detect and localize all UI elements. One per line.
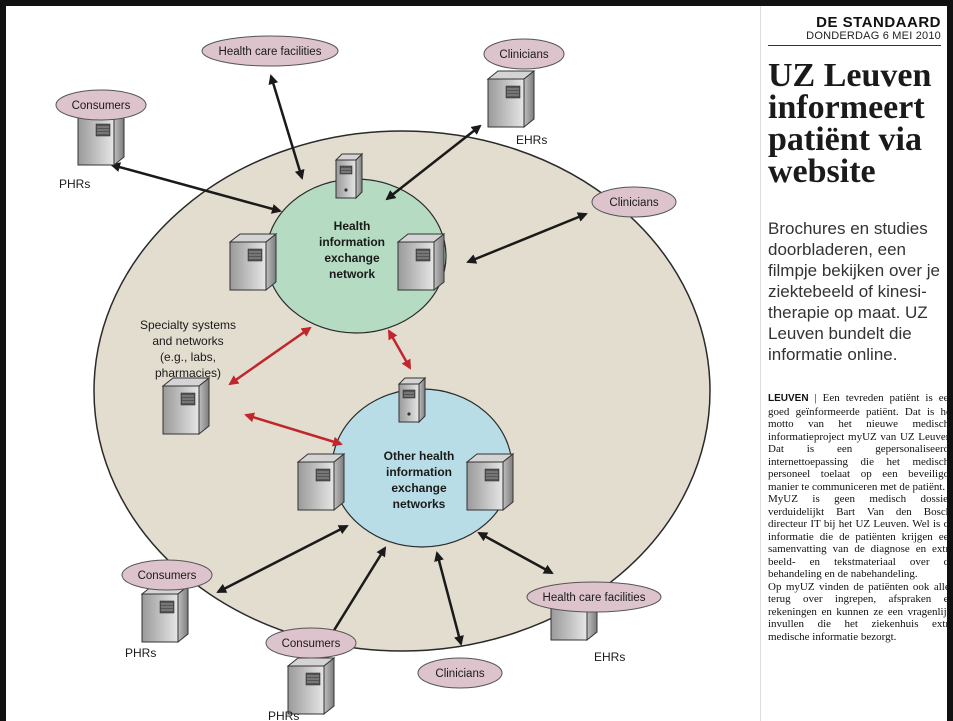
label-ehrs-bottom: EHRs — [594, 650, 625, 664]
label-line: networks — [393, 497, 446, 511]
arrow-hcf-bottom — [477, 531, 554, 575]
node-clinicians-right — [591, 186, 677, 218]
label-ehrs-top: EHRs — [516, 133, 547, 147]
article-paragraph-text: Een tevreden patiënt is een goed geïnfor… — [768, 392, 953, 493]
server-icon — [141, 585, 189, 643]
newspaper-date: DONDERDAG 6 MEI 2010 — [806, 30, 941, 42]
arrow-hcf-top — [268, 74, 305, 180]
left-border — [0, 0, 6, 721]
top-border — [0, 0, 953, 6]
right-border — [947, 0, 953, 721]
label-specialty-systems: Specialty systems and networks (e.g., la… — [140, 318, 236, 380]
server-icon — [297, 453, 345, 511]
label-phrs-top: PHRs — [59, 177, 90, 191]
label-clinicians-top: Clinicians — [499, 49, 548, 61]
arrow-specialty-other — [244, 412, 343, 447]
node-consumers-top — [55, 89, 147, 121]
label-line: information — [319, 235, 385, 249]
label-consumers-top: Consumers — [72, 100, 131, 112]
node-clinicians-top — [483, 38, 565, 70]
node-consumers-mid — [121, 559, 213, 591]
article-paragraph: Op myUZ vinden de patiënten ook alles te… — [768, 580, 953, 643]
arrow-clinicians-bottom — [434, 551, 464, 646]
health-information-exchange-diagram: Health care facilities Clinicians Consum… — [55, 35, 711, 721]
label-consumers-mid: Consumers — [138, 570, 197, 582]
node-health-care-facilities-top — [201, 35, 339, 67]
label-hie-network: Health information exchange network — [319, 219, 385, 281]
label-line: information — [386, 465, 452, 479]
arrow-clinicians-right — [466, 212, 588, 264]
label-health-care-facilities-top: Health care facilities — [219, 46, 322, 58]
label-health-care-facilities-bottom: Health care facilities — [543, 592, 646, 604]
label-line: exchange — [324, 251, 380, 265]
server-icon — [397, 233, 445, 291]
label-line: exchange — [391, 481, 447, 495]
article-headline: UZ Leuven informeert patiënt via website — [768, 57, 932, 190]
article-kicker: LEUVEN — [768, 393, 809, 404]
arrow-specialty-hie — [228, 326, 312, 386]
arrow-consumers-mid — [216, 524, 349, 594]
arrow-clinicians-top — [385, 124, 482, 201]
red-arrows — [228, 326, 412, 447]
arrow-hie-other — [387, 329, 412, 370]
node-consumers-bottom — [265, 627, 357, 659]
label-phrs-bottom: PHRs — [268, 709, 299, 721]
label-clinicians-bottom: Clinicians — [435, 668, 484, 680]
label-other-hie-networks: Other health information exchange networ… — [384, 449, 455, 511]
label-line: Specialty systems — [140, 318, 236, 332]
server-icon — [487, 70, 535, 128]
server-icon — [287, 657, 335, 715]
arrow-consumers-bottom — [326, 546, 387, 642]
label-line: Other health — [384, 449, 455, 463]
label-line: Health — [334, 219, 371, 233]
label-line: and networks — [152, 334, 223, 348]
arrow-consumers-top — [110, 162, 282, 214]
newspaper-name: DE STANDAARD — [816, 14, 941, 31]
label-consumers-bottom: Consumers — [282, 638, 341, 650]
node-clinicians-bottom — [417, 657, 503, 689]
label-line: pharmacies) — [155, 366, 221, 380]
server-icon — [466, 453, 514, 511]
label-phrs-mid: PHRs — [125, 646, 156, 660]
article-body: LEUVEN | Een tevreden patiënt is een goe… — [768, 392, 953, 643]
column-divider — [760, 6, 761, 721]
black-arrows — [110, 74, 588, 646]
header-rule — [768, 45, 941, 46]
label-clinicians-right: Clinicians — [609, 197, 658, 209]
label-line: (e.g., labs, — [160, 350, 216, 364]
server-icon — [229, 233, 277, 291]
article-paragraph: MyUZ is geen medisch dossier, verduideli… — [768, 493, 953, 580]
server-icon — [398, 377, 426, 423]
article-lead: Brochures en studies doorbladeren, een f… — [768, 219, 940, 364]
node-health-care-facilities-bottom — [526, 581, 662, 613]
article-paragraph: LEUVEN | Een tevreden patiënt is een goe… — [768, 392, 953, 493]
server-icon — [335, 153, 363, 199]
server-icon — [162, 377, 210, 435]
label-line: network — [329, 267, 375, 281]
